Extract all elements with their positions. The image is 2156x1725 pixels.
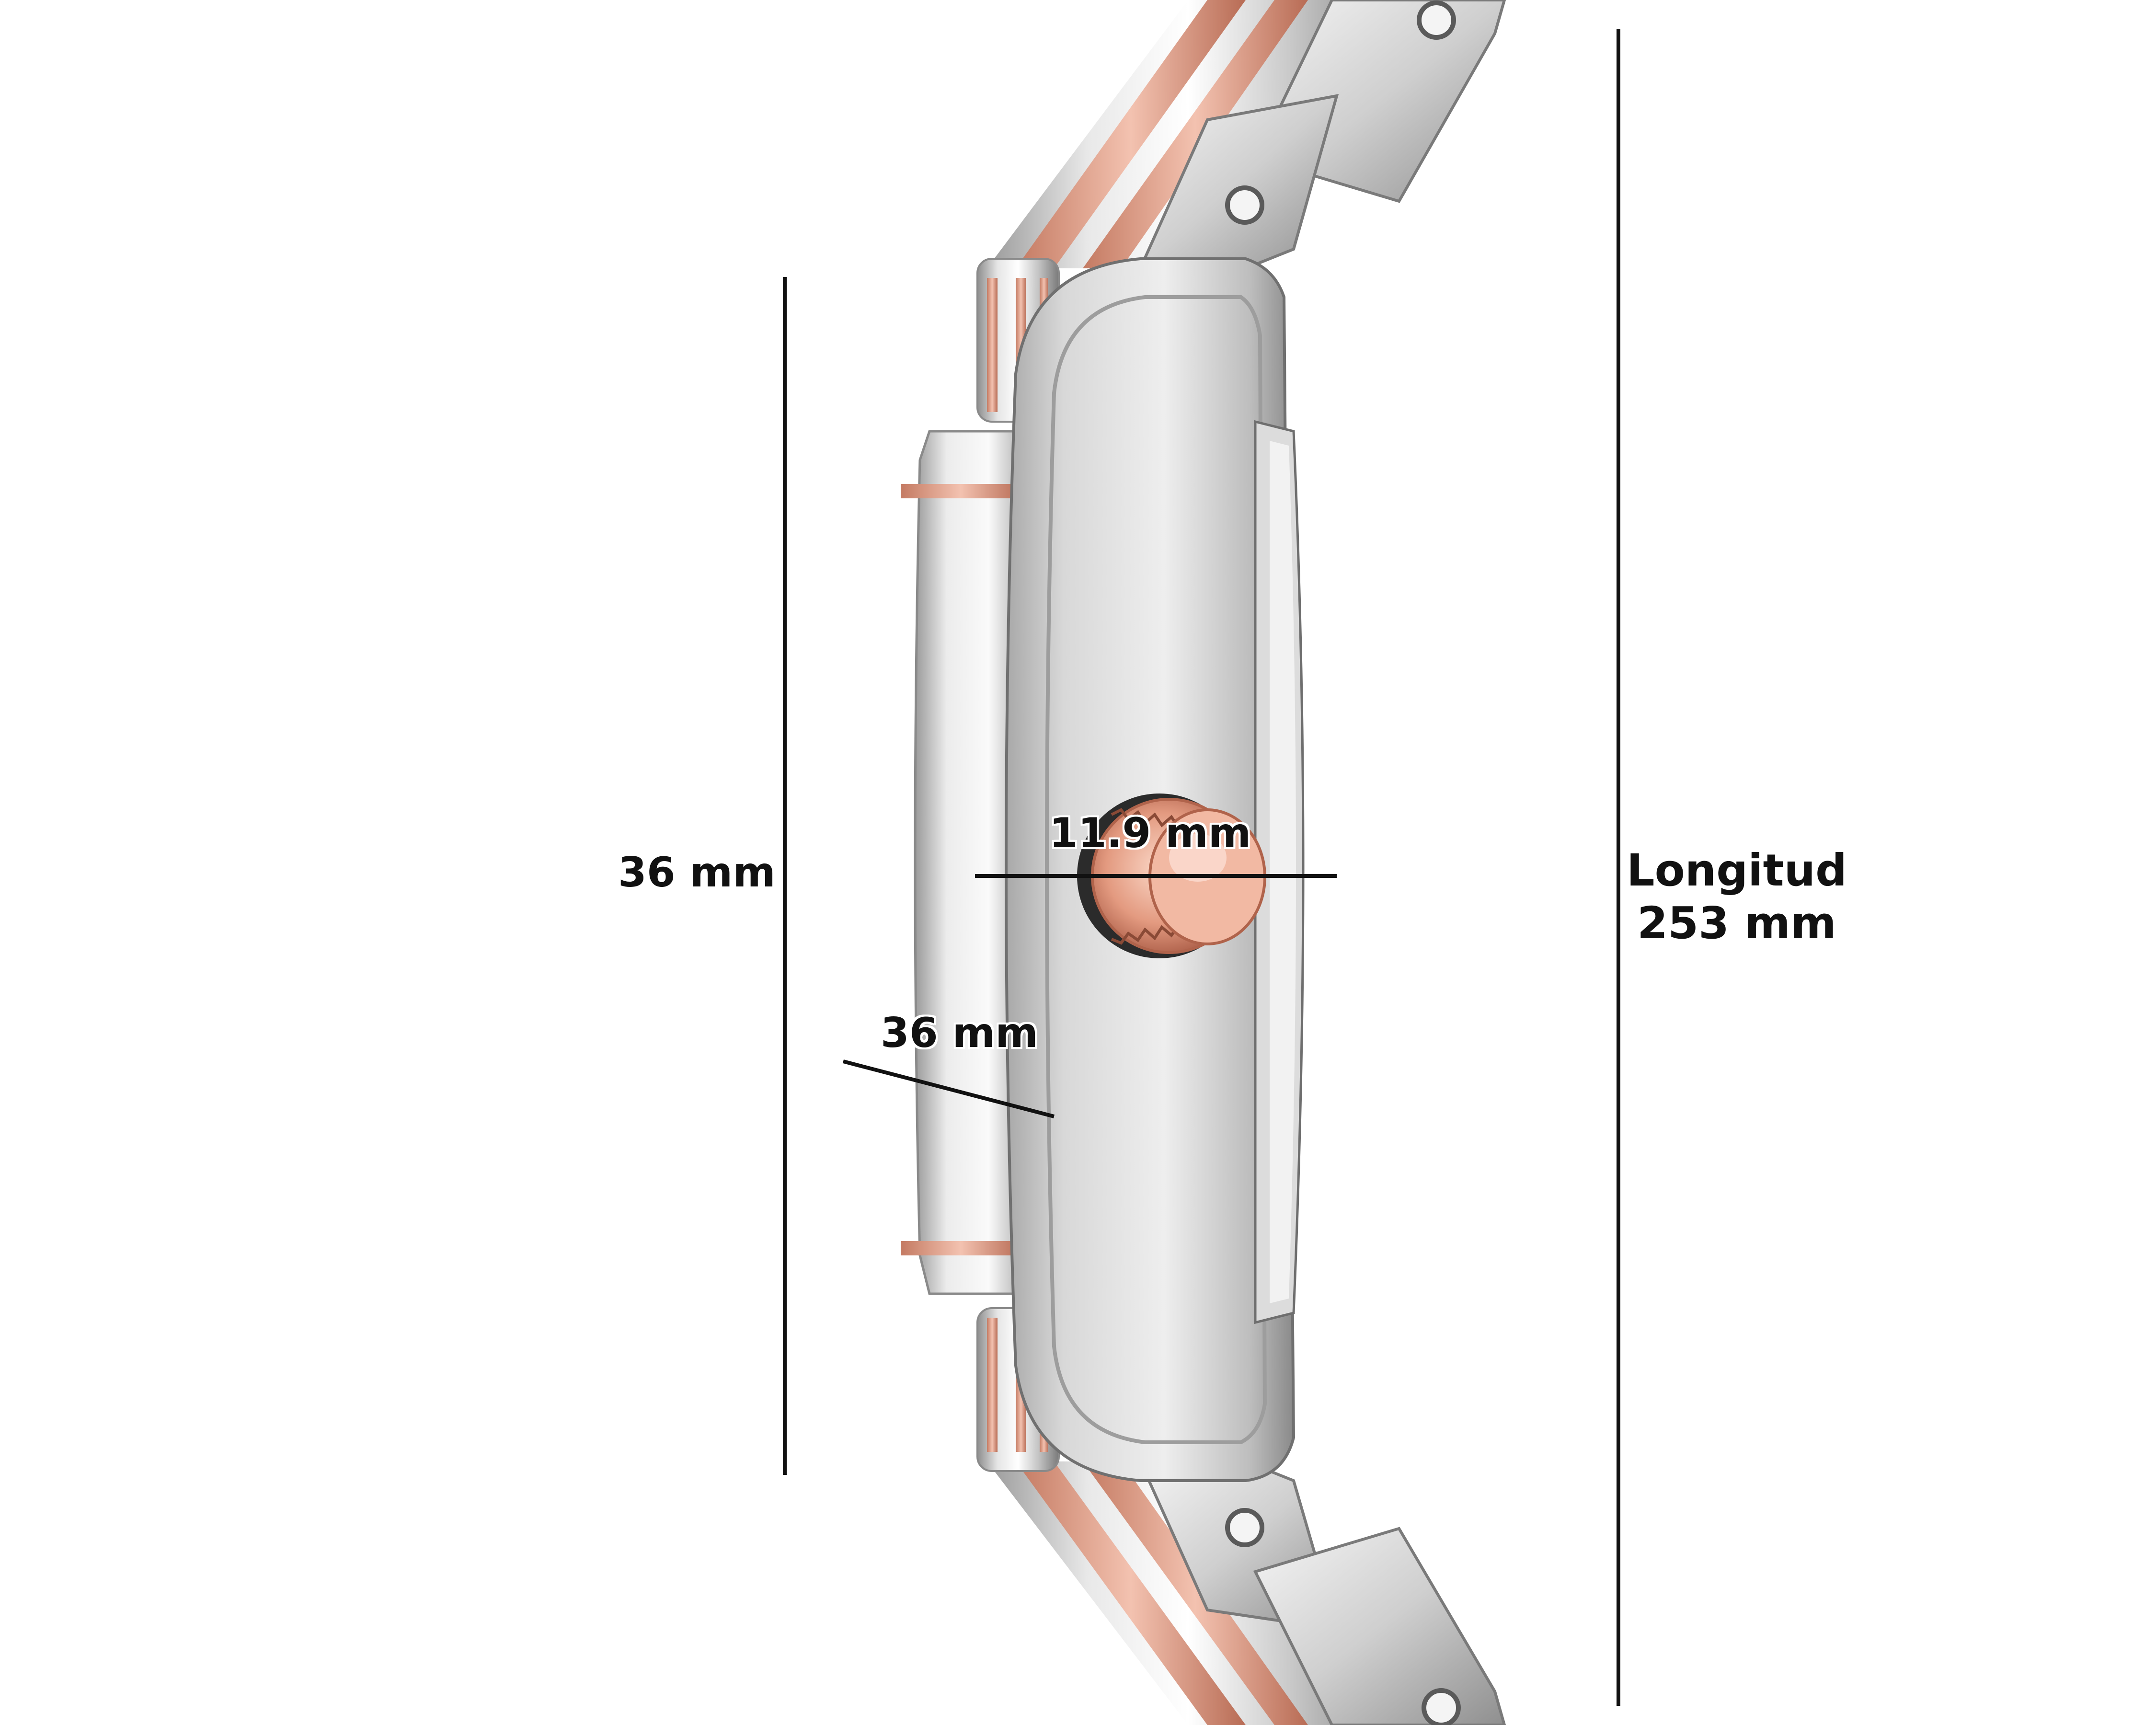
bracelet-link-bottom bbox=[1253, 1527, 1506, 1725]
length-dimension-label: Longitud 253 mm bbox=[1612, 844, 1861, 950]
bracelet-link-upper bbox=[1138, 94, 1339, 270]
lower-bracelet-rose-stripe-2 bbox=[1083, 1461, 1308, 1725]
height-dimension-label: 36 mm bbox=[618, 849, 776, 897]
thickness-dimension-label: 11.9 mm bbox=[1049, 809, 1251, 857]
length-value: 253 mm bbox=[1637, 897, 1836, 949]
width-dimension-label: 36 mm bbox=[881, 1009, 1038, 1057]
width-dimension-line bbox=[842, 1059, 1055, 1118]
watch-case-back bbox=[901, 430, 1022, 1295]
link-pin bbox=[1225, 185, 1264, 225]
lower-bracelet bbox=[987, 1460, 1506, 1725]
link-pin bbox=[1225, 1508, 1264, 1547]
upper-bracelet-rose-stripe-2 bbox=[1083, 0, 1308, 268]
upper-bracelet bbox=[987, 0, 1506, 270]
watch-crystal-edge bbox=[1254, 420, 1305, 1324]
link-pin bbox=[1422, 1688, 1461, 1725]
upper-bracelet-rose-stripe bbox=[1016, 0, 1246, 268]
lower-bracelet-rose-stripe bbox=[1016, 1461, 1246, 1725]
link-pin bbox=[1417, 0, 1456, 40]
length-title: Longitud bbox=[1626, 845, 1847, 896]
